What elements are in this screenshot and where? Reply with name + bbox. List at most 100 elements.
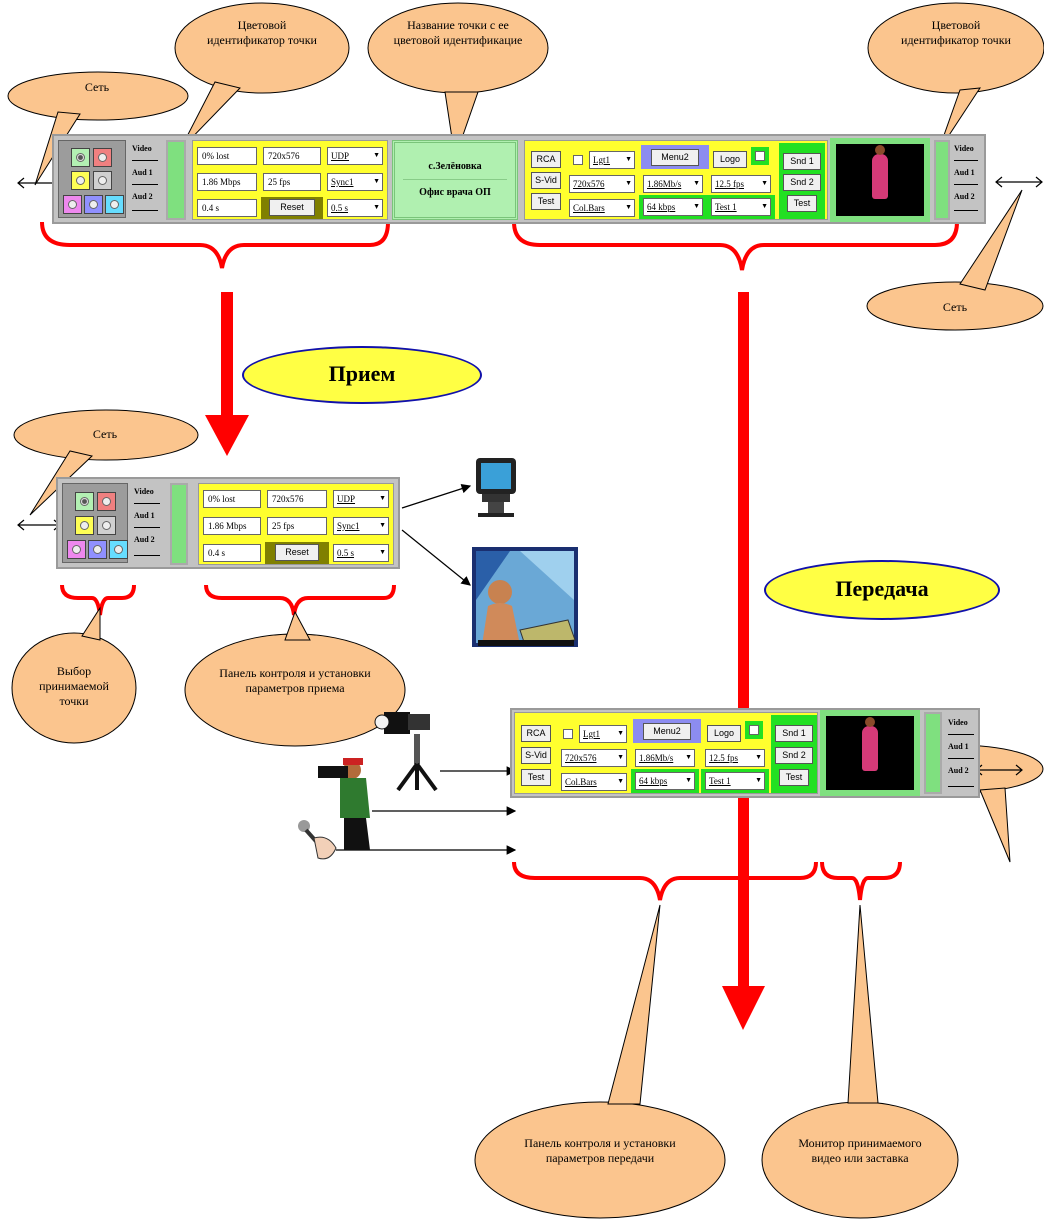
tx-vbitrate-select[interactable]: 1.86Mb/s▼ bbox=[643, 175, 703, 193]
tx-source-select[interactable]: Col.Bars▼ bbox=[561, 773, 627, 791]
radio-icon bbox=[89, 200, 98, 209]
tx-menu-button[interactable]: Menu2 bbox=[651, 149, 699, 166]
radio-icon bbox=[80, 521, 89, 530]
presenter-image bbox=[862, 717, 878, 771]
dropdown-arrow-icon: ▼ bbox=[617, 729, 624, 737]
channel-aud1: Aud 1 bbox=[954, 168, 975, 177]
callout-point-name bbox=[367, 2, 549, 159]
rx-sync-value: Sync1 bbox=[331, 177, 354, 187]
tx-test-button[interactable]: Test bbox=[531, 193, 561, 210]
dropdown-arrow-icon: ▼ bbox=[373, 151, 380, 159]
dropdown-arrow-icon: ▼ bbox=[625, 155, 632, 163]
color-id-left bbox=[166, 140, 186, 220]
channel-video: Video bbox=[954, 144, 974, 153]
tx-snd2-button[interactable]: Snd 2 bbox=[775, 747, 813, 764]
tx-abitrate-select[interactable]: 64 kbps▼ bbox=[643, 198, 703, 216]
point-button-cyan[interactable] bbox=[105, 195, 124, 214]
rx-reset-button[interactable]: Reset bbox=[275, 544, 319, 561]
tx-logo-button[interactable]: Logo bbox=[707, 725, 741, 742]
channel-labels-right: Video Aud 1 Aud 2 bbox=[954, 144, 984, 218]
rx-buffer-select[interactable]: 0.5 s▼ bbox=[333, 544, 389, 562]
channel-aud2: Aud 2 bbox=[948, 766, 969, 775]
tx-rca-button[interactable]: RCA bbox=[521, 725, 551, 742]
point-button-gray[interactable] bbox=[93, 171, 112, 190]
monitor-screen bbox=[826, 716, 914, 790]
radio-icon bbox=[114, 545, 123, 554]
tx-lgt-select[interactable]: Lgt1▼ bbox=[589, 151, 635, 169]
radio-icon bbox=[80, 497, 89, 506]
rx-resolution: 720x576 bbox=[267, 490, 327, 508]
point-button-yellow[interactable] bbox=[71, 171, 90, 190]
dropdown-arrow-icon: ▼ bbox=[693, 179, 700, 187]
radio-icon bbox=[76, 176, 85, 185]
transmit-label: Передача bbox=[764, 560, 1000, 620]
point-button-blue[interactable] bbox=[88, 540, 107, 559]
tx-testsig-select[interactable]: Test 1▼ bbox=[705, 772, 765, 790]
tx-testsig-frame: Test 1▼ bbox=[701, 769, 769, 793]
callout-color-id-left bbox=[174, 2, 350, 151]
callout-select-point bbox=[11, 606, 137, 744]
tx-checkbox[interactable] bbox=[563, 729, 573, 739]
tx-snd1-button[interactable]: Snd 1 bbox=[775, 725, 813, 742]
point-button-yellow[interactable] bbox=[75, 516, 94, 535]
tx-test2-button[interactable]: Test bbox=[787, 195, 817, 212]
tx-testsig-frame: Test 1▼ bbox=[707, 195, 775, 219]
tx-logo-button[interactable]: Logo bbox=[713, 151, 747, 168]
tx-snd1-button[interactable]: Snd 1 bbox=[783, 153, 821, 170]
dropdown-arrow-icon: ▼ bbox=[625, 203, 632, 211]
channel-aud2: Aud 2 bbox=[134, 535, 155, 544]
tx-test-button[interactable]: Test bbox=[521, 769, 551, 786]
tx-menu-button[interactable]: Menu2 bbox=[643, 723, 691, 740]
point-button-magenta[interactable] bbox=[63, 195, 82, 214]
tx-resolution-value: 720x576 bbox=[565, 753, 597, 763]
point-button-red[interactable] bbox=[93, 148, 112, 167]
tx-testsig-value: Test 1 bbox=[709, 776, 731, 786]
point-selector bbox=[62, 483, 128, 563]
tx-lgt-value: Lgt1 bbox=[583, 729, 600, 739]
color-id bbox=[170, 483, 188, 565]
rx-reset-button[interactable]: Reset bbox=[269, 199, 315, 216]
rx-protocol-select[interactable]: UDP▼ bbox=[327, 147, 383, 165]
point-button-green[interactable] bbox=[71, 148, 90, 167]
rx-sync-select[interactable]: Sync1▼ bbox=[333, 517, 389, 535]
rx-bitrate: 1.86 Mbps bbox=[203, 517, 261, 535]
point-button-blue[interactable] bbox=[84, 195, 103, 214]
dropdown-arrow-icon: ▼ bbox=[379, 521, 386, 529]
tx-snd2-button[interactable]: Snd 2 bbox=[783, 174, 821, 191]
tx-fps-select[interactable]: 12.5 fps▼ bbox=[711, 175, 771, 193]
point-button-cyan[interactable] bbox=[109, 540, 128, 559]
channel-aud1: Aud 1 bbox=[948, 742, 969, 751]
point-button-green[interactable] bbox=[75, 492, 94, 511]
rx-buffer-select[interactable]: 0.5 s▼ bbox=[327, 199, 383, 217]
rx-protocol-select[interactable]: UDP▼ bbox=[333, 490, 389, 508]
tx-resolution-select[interactable]: 720x576▼ bbox=[569, 175, 635, 193]
tx-sound-panel: Snd 1 Snd 2 Test bbox=[771, 715, 817, 793]
tx-logo-indicator bbox=[751, 147, 769, 165]
tx-lgt-select[interactable]: Lgt1 ▼ bbox=[579, 725, 627, 743]
tx-rca-button[interactable]: RCA bbox=[531, 151, 561, 168]
radio-icon bbox=[98, 176, 107, 185]
tx-logo-checkbox[interactable] bbox=[749, 725, 759, 735]
tx-testsig-select[interactable]: Test 1▼ bbox=[711, 198, 771, 216]
radio-icon bbox=[76, 153, 85, 162]
point-button-gray[interactable] bbox=[97, 516, 116, 535]
point-button-magenta[interactable] bbox=[67, 540, 86, 559]
point-button-red[interactable] bbox=[97, 492, 116, 511]
point-city: с.Зелёновка bbox=[428, 161, 482, 172]
point-name-panel: с.Зелёновка Офис врача ОП bbox=[392, 140, 518, 220]
rx-sync-select[interactable]: Sync1▼ bbox=[327, 173, 383, 191]
tx-svid-button[interactable]: S-Vid bbox=[521, 747, 551, 764]
tx-checkbox[interactable] bbox=[573, 155, 583, 165]
rx-bitrate: 1.86 Mbps bbox=[197, 173, 257, 191]
tx-abitrate-select[interactable]: 64 kbps▼ bbox=[635, 772, 695, 790]
tx-vbitrate-select[interactable]: 1.86Mb/s▼ bbox=[635, 749, 695, 767]
tx-logo-checkbox[interactable] bbox=[755, 151, 765, 161]
tx-test2-button[interactable]: Test bbox=[779, 769, 809, 786]
tx-source-select[interactable]: Col.Bars▼ bbox=[569, 199, 635, 217]
tx-fps-value: 12.5 fps bbox=[709, 753, 738, 763]
tx-resolution-select[interactable]: 720x576▼ bbox=[561, 749, 627, 767]
dropdown-arrow-icon: ▼ bbox=[373, 203, 380, 211]
tx-svid-button[interactable]: S-Vid bbox=[531, 172, 561, 189]
radio-icon bbox=[102, 521, 111, 530]
tx-fps-select[interactable]: 12.5 fps▼ bbox=[705, 749, 765, 767]
